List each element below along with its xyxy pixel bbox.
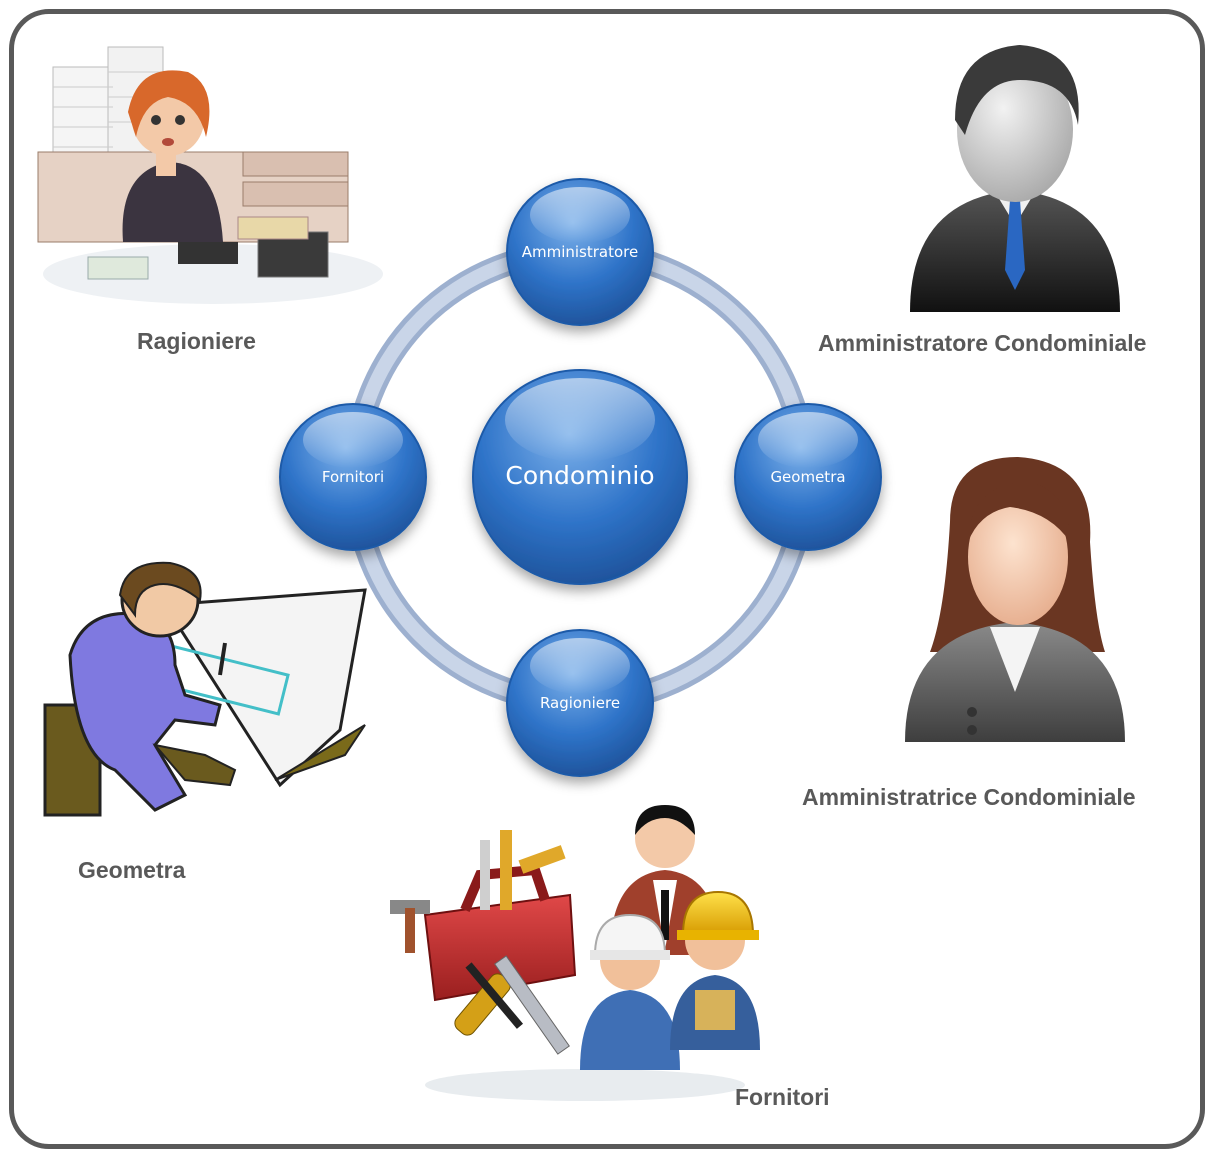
caption-amministratrice: Amministratrice Condominiale [802, 784, 1136, 810]
caption-fornitori: Fornitori [735, 1084, 830, 1110]
node-fornitori-label: Fornitori [322, 468, 384, 486]
surveyor-drafting-illustration [43, 561, 367, 817]
center-node [472, 369, 688, 585]
caption-amministratore: Amministratore Condominiale [818, 330, 1147, 356]
node-amministratore [506, 178, 654, 326]
caption-ragioniere: Ragioniere [137, 328, 256, 354]
node-ragioniere [506, 629, 654, 777]
node-geometra [734, 403, 882, 551]
node-fornitori [279, 403, 427, 551]
center-node-label: Condominio [505, 461, 654, 490]
businessman-avatar-icon [910, 45, 1120, 312]
accountant-illustration [37, 46, 383, 304]
node-geometra-label: Geometra [770, 468, 845, 486]
toolbox-workers-icon [390, 805, 760, 1101]
node-ragioniere-label: Ragioniere [540, 694, 620, 712]
cycle-diagram: Condominio Amministratore Geometra Ragio… [279, 178, 882, 777]
businesswoman-avatar-icon [905, 457, 1125, 742]
node-amministratore-label: Amministratore [522, 243, 639, 261]
caption-geometra: Geometra [78, 857, 186, 883]
